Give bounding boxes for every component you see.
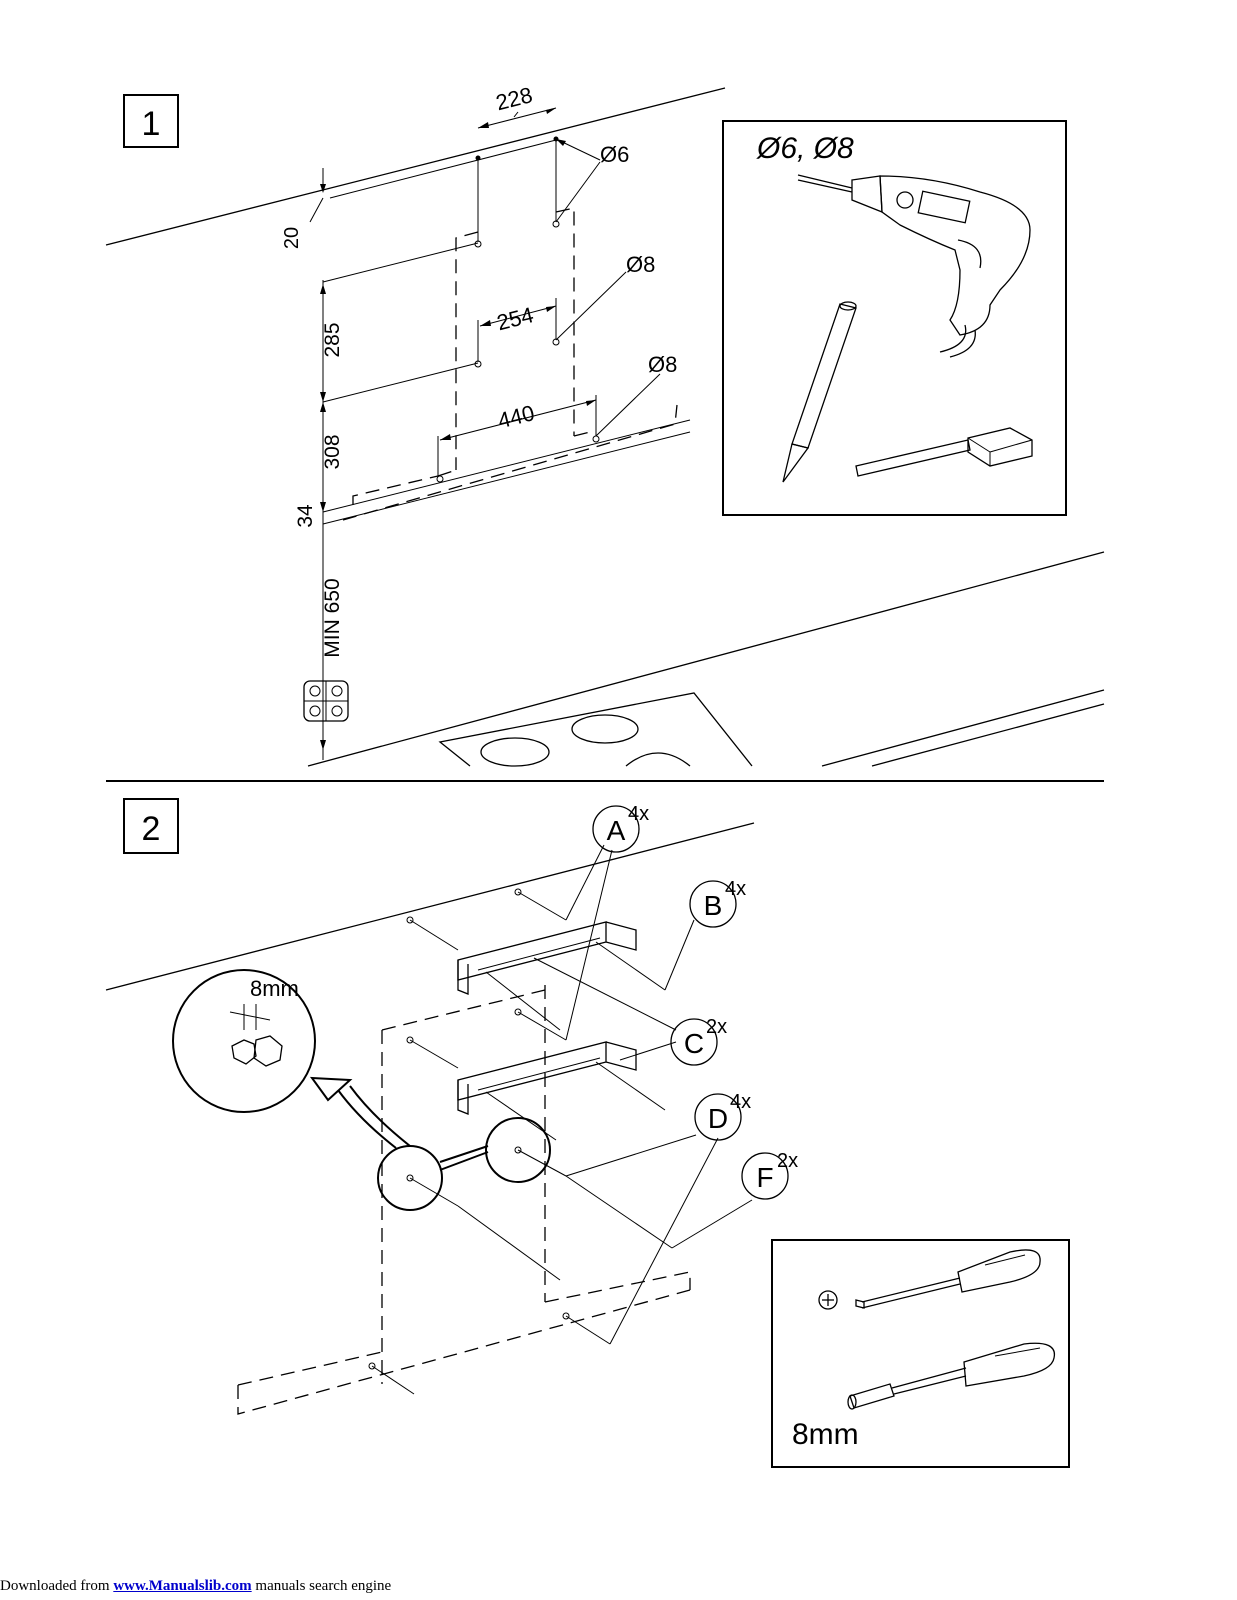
svg-text:A: A — [607, 815, 626, 846]
drill-bit-sizes: Ø6, Ø8 — [756, 132, 854, 165]
socket-size-label: 8mm — [792, 1418, 859, 1451]
ceiling-line-2 — [105, 822, 755, 991]
svg-text:4x: 4x — [725, 878, 746, 900]
pencil-icon — [782, 301, 857, 483]
dim-308: 308 — [321, 434, 344, 469]
tape-measure-icon — [855, 427, 1033, 477]
svg-text:2x: 2x — [777, 1150, 798, 1172]
step-1-number: 1 — [142, 105, 161, 143]
footer-suffix: manuals search engine — [251, 1578, 392, 1594]
step-2-panel: 2 — [105, 798, 1070, 1468]
hob-symbol-icon — [303, 680, 349, 722]
svg-text:D: D — [708, 1103, 728, 1134]
dim-285: 285 — [321, 322, 344, 357]
callout-F: F 2x — [741, 1150, 798, 1200]
dim-20: 20 — [281, 227, 303, 249]
countertop — [307, 551, 1105, 767]
zoom-label-8mm: 8mm — [250, 976, 299, 1001]
manualslib-link[interactable]: www.Manualslib.com — [113, 1578, 252, 1594]
drill-holes — [436, 136, 600, 483]
socket-screwdriver-icon — [847, 1342, 1056, 1410]
lower-bracket — [457, 1041, 637, 1115]
svg-text:B: B — [704, 890, 723, 921]
step-2-box — [123, 798, 179, 854]
svg-text:4x: 4x — [730, 1091, 751, 1113]
ceiling-line — [105, 87, 726, 246]
hood-outline — [342, 207, 678, 521]
zoom-detail: 8mm — [172, 969, 316, 1113]
drill-icon — [797, 174, 1031, 358]
callout-D: D 4x — [694, 1091, 751, 1141]
hole-label-d8-upper: Ø8 — [626, 252, 655, 277]
svg-text:C: C — [684, 1028, 704, 1059]
svg-text:4x: 4x — [628, 803, 649, 825]
svg-text:2x: 2x — [706, 1016, 727, 1038]
dim-228: 228 — [493, 82, 535, 115]
screws — [368, 888, 673, 1395]
hole-label-d8-lower: Ø8 — [648, 352, 677, 377]
tools-box-step-2: 8mm — [771, 1239, 1070, 1468]
upper-bracket — [457, 921, 637, 995]
callout-C: C 2x — [670, 1016, 727, 1066]
dim-min-650: MIN 650 — [321, 578, 344, 657]
detail-arrow — [309, 1076, 551, 1211]
dim-440: 440 — [495, 400, 537, 433]
hole-label-d6: Ø6 — [600, 142, 629, 167]
dim-34: 34 — [294, 504, 317, 528]
step-2-number: 2 — [142, 810, 161, 848]
callout-leaders — [533, 844, 753, 1345]
step-1-panel: 1 20 285 308 34 MIN 650 — [105, 82, 1105, 767]
footer-prefix: Downloaded from — [0, 1578, 114, 1594]
callout-B: B 4x — [689, 878, 746, 928]
footer: Downloaded from www.Manualslib.com manua… — [0, 1578, 391, 1595]
svg-text:F: F — [756, 1162, 773, 1193]
hex-nut-icon — [231, 1039, 257, 1065]
tools-box-step-1: Ø6, Ø8 — [722, 120, 1067, 516]
top-edge-line — [329, 139, 557, 199]
step-1-box — [123, 94, 179, 148]
callout-A: A 4x — [592, 803, 649, 853]
phillips-head-icon — [818, 1290, 838, 1310]
phillips-screwdriver-icon — [855, 1249, 1041, 1309]
hood-outline-2 — [237, 985, 691, 1415]
dim-254: 254 — [494, 302, 536, 335]
